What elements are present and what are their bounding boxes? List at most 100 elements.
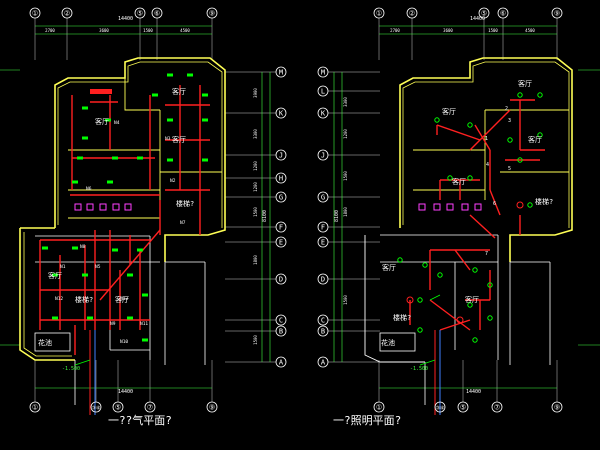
right-left-axis-label: D [321,276,325,284]
right-light [517,92,523,98]
right-room-label: 楼梯? [535,197,553,206]
right-top-axis-label: ⑥ [500,10,506,18]
left-circuit-label: N2 [170,178,176,184]
left-fixture [52,316,58,320]
right-socket [474,203,482,211]
left-outer-wall [54,57,226,262]
left-bottom-axis-label: ⑦ [147,404,153,412]
left-lower-wall [19,228,75,361]
left-right-axis-label: A [279,359,284,367]
right-room-label: 花池 [381,338,395,347]
left-fixture [82,106,88,110]
right-outer-wall-inner [402,61,570,228]
right-left-axis-circle [317,236,329,248]
right-top-axis-circle [551,7,563,19]
right-light [467,175,473,181]
right-bottom-axis-label: ⑤ [460,404,466,412]
right-light [472,267,478,273]
walls [19,57,573,405]
right-bottom-axis-circle [373,401,385,413]
right-left-axis-label: G [321,194,325,202]
left-right-axis-circle [275,325,287,337]
right-top-axis-label: ② [409,10,415,18]
right-circuit-label: 2 [505,106,508,112]
left-circuit-label: N5 [95,264,101,270]
right-left-axis-circle [317,273,329,285]
right-top-total: 14400 [470,16,485,22]
left-circuit-label: N6 [86,186,92,192]
left-circuit-label: N10 [120,339,128,345]
left-room-label: 楼梯? [75,295,93,304]
left-top-axis-circle [206,7,218,19]
right-light [487,315,493,321]
left-right-axis-label: M [279,69,283,77]
left-int-wall [124,78,160,111]
left-level-mark: -1.500 [62,366,80,372]
right-left-axis-label: A [321,359,326,367]
left-top-axis-circle [29,7,41,19]
left-top-axis-label: ⑤ [137,10,143,18]
left-right-axis-label: H [279,175,283,183]
left-right-dim: 1500 [253,335,258,345]
right-top-axis-label: ⑤ [481,10,487,18]
left-lower-wall-inner [23,232,72,357]
right-left-axis-circle [317,325,329,337]
left-fixture [187,73,193,77]
right-room-label: 客厅 [528,135,542,144]
right-fan [516,201,524,209]
right-light [417,297,423,303]
left-room-label: 客厅 [172,135,186,144]
right-fan [456,316,464,324]
right-light [437,272,443,278]
right-light [537,92,543,98]
left-socket [124,203,132,211]
dimension-lines [0,18,600,402]
left-top-axis-circle [151,7,163,19]
right-top-axis-label: ① [376,10,382,18]
left-room-label: 客厅 [48,271,62,280]
left-right-axis-circle [275,273,287,285]
left-right-axis-label: E [279,239,283,247]
right-left-dim: 1500 [343,295,348,305]
left-bottom-axis-circle [29,401,41,413]
labels: 一??气平面? 一?照明平面? 14400 14400 14400 14400 … [38,16,553,427]
left-fixture [77,156,83,160]
left-right-dim: 1200 [253,161,258,171]
left-fixture [202,118,208,122]
left-fixture [137,248,143,252]
left-top-dim: 1500 [143,28,153,33]
right-left-dim: 1800 [343,207,348,217]
left-fixture [202,158,208,162]
left-top-total: 14400 [118,16,133,22]
left-fixture [152,93,158,97]
right-left-axis-circle [317,191,329,203]
left-fixture [112,156,118,160]
right-light [527,202,533,208]
right-light [422,262,428,268]
left-right-axis-circle [275,191,287,203]
right-bottom-axis-label: ⑨ [554,404,560,412]
flower-bed-box [34,332,71,352]
right-top-axis-circle [373,7,385,19]
right-bottom-axis-circle [491,401,503,413]
right-level-mark: -1.500 [410,366,428,372]
left-right-dim: 3300 [253,129,258,139]
right-light [487,282,493,288]
right-circuit-label: 6 [493,201,496,207]
left-top-dim: 4500 [180,28,190,33]
right-plan-caption: 一?照明平面? [333,414,401,427]
right-wire [436,124,481,141]
right-bottom-axis-label: ① [376,404,382,412]
right-wire [454,249,471,271]
right-top-axis-circle [406,7,418,19]
right-socket [433,203,441,211]
left-room-label: 楼梯? [176,199,194,208]
left-top-axis-label: ⑥ [154,10,160,18]
right-top-dim: 2700 [390,28,400,33]
right-light [467,302,473,308]
left-bottom-axis-circle [90,401,102,413]
right-left-axis-label: B [321,328,325,336]
right-wire [489,189,501,216]
right-light [507,137,513,143]
